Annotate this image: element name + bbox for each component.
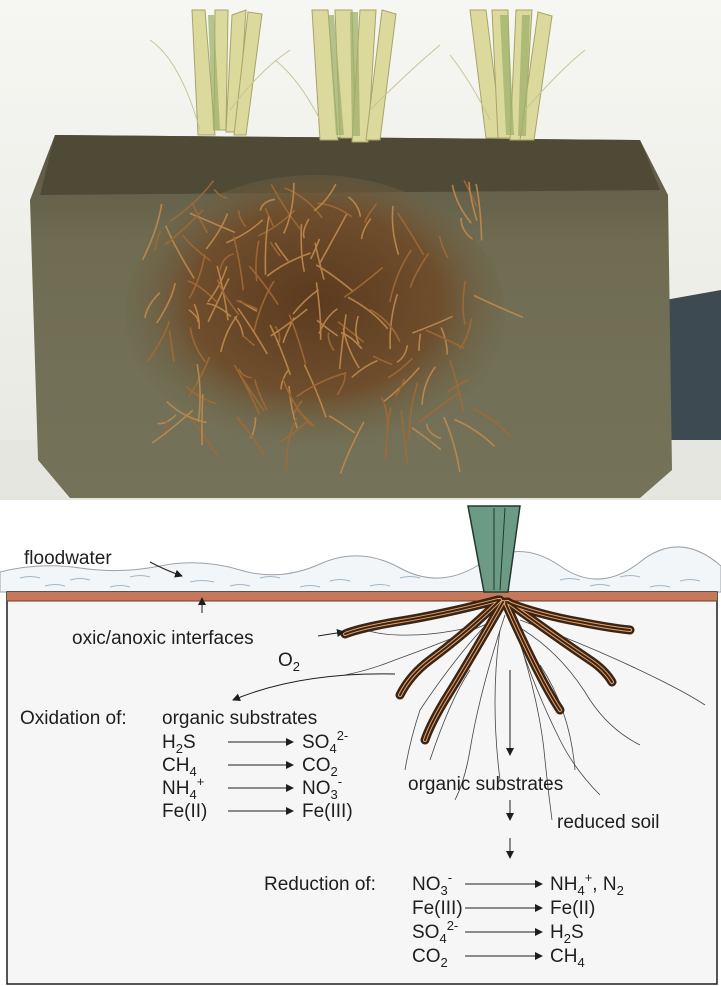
rhizosphere-diagram: floodwater oxic/anoxic interfaces O2 org… [0,500,721,986]
reduction-product-1: Fe(II) [550,898,595,919]
oxidation-header: Oxidation of: [20,708,127,729]
soil-box [7,592,717,984]
reduction-reactant-1: Fe(III) [412,898,463,919]
floodwater-label: floodwater [24,548,112,569]
grass-clumps [150,10,585,142]
reduced-soil-label: reduced soil [557,812,659,833]
root-strand [202,394,203,445]
oxidation-reactant-3: Fe(II) [162,801,207,822]
oxidation-product-3: Fe(III) [302,801,353,822]
soil-core-photo [0,0,721,500]
oxic-surface-layer [7,592,717,601]
interfaces-label: oxic/anoxic interfaces [72,628,254,649]
reduction-header: Reduction of: [264,874,376,895]
organic-substrates-center-label: organic substrates [408,774,563,795]
oxidation-first-item: organic substrates [162,708,317,729]
